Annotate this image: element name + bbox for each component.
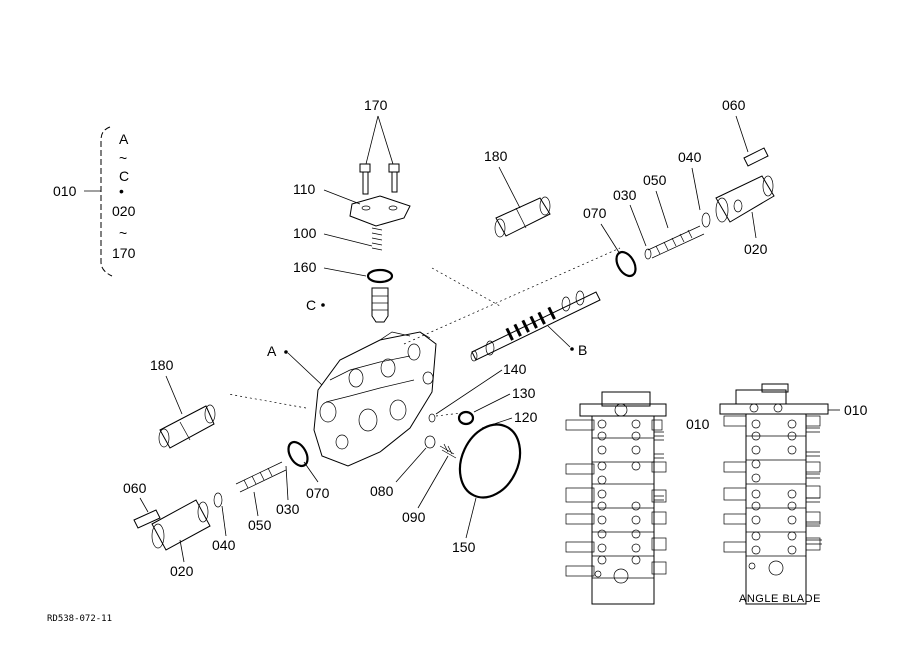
label-050-top: 050 (643, 172, 667, 188)
top-cover-assembly: 170 110 100 160 C (293, 97, 411, 323)
label-090: 090 (402, 509, 426, 525)
label-180-top: 180 (484, 148, 508, 164)
label-040-left: 040 (212, 537, 236, 553)
label-070-left: 070 (306, 485, 330, 501)
label-050-left: 050 (248, 517, 272, 533)
drawing-ref-code: RD538-072-11 (47, 614, 112, 624)
valve-body: A (227, 247, 621, 467)
bracket-range-3: C (119, 168, 129, 184)
valve-bank-angle-blade (719, 383, 829, 605)
label-A: A (267, 343, 277, 359)
label-030-left: 030 (276, 501, 300, 517)
bracket-ref-label: 010 (53, 183, 77, 199)
label-150: 150 (452, 539, 476, 555)
angle-blade-caption: ANGLE BLADE (739, 593, 821, 605)
bracket-range-6: ~ (119, 225, 127, 241)
label-060-left: 060 (123, 480, 147, 496)
spool-B: B (470, 290, 601, 362)
label-130: 130 (512, 385, 536, 401)
label-040-top: 040 (678, 149, 702, 165)
bracket-range-2: ~ (119, 150, 127, 166)
label-070-top: 070 (583, 205, 607, 221)
label-120: 120 (514, 409, 538, 425)
label-060-top: 060 (722, 97, 746, 113)
label-010-right: 010 (844, 402, 868, 418)
label-170: 170 (364, 97, 388, 113)
label-B: B (578, 342, 587, 358)
left-end-assembly: 180 070 030 050 040 060 020 (123, 357, 330, 579)
right-end-assembly: 180 070 030 050 040 060 020 (484, 97, 775, 278)
label-100: 100 (293, 225, 317, 241)
bracket-range-7: 170 (112, 245, 136, 261)
bracket-range-4: • (119, 183, 124, 199)
label-180-left: 180 (150, 357, 174, 373)
valve-bank-standard (565, 391, 667, 605)
label-C: C (306, 297, 316, 313)
bracket-group: 010 A ~ C • 020 ~ 170 (53, 126, 136, 277)
bracket-range-5: 020 (112, 203, 136, 219)
label-110: 110 (293, 181, 316, 197)
label-140: 140 (503, 361, 527, 377)
label-030-top: 030 (613, 187, 637, 203)
label-020-left: 020 (170, 563, 194, 579)
label-010-mid: 010 (686, 416, 710, 432)
label-160: 160 (293, 259, 317, 275)
bracket-range-1: A (119, 131, 129, 147)
label-020-top: 020 (744, 241, 768, 257)
seal-parts: 140 130 120 150 080 090 (370, 361, 538, 555)
label-080: 080 (370, 483, 394, 499)
